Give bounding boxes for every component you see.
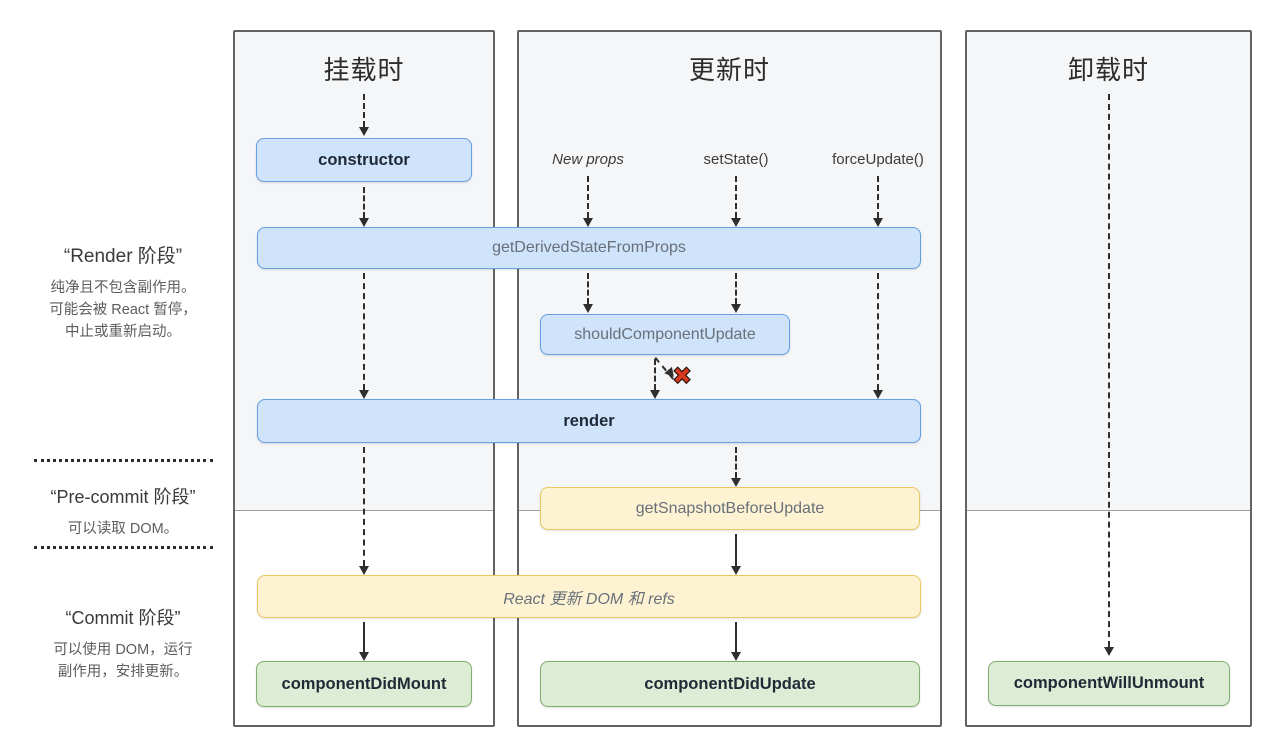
- skip-update-x-icon: ✖: [671, 363, 693, 390]
- arrow-head: [359, 218, 369, 227]
- arrow-head: [359, 652, 369, 661]
- arrow-line: [1108, 94, 1110, 647]
- arrow-head: [731, 218, 741, 227]
- arrow-line: [735, 622, 737, 652]
- arrow-head: [359, 566, 369, 575]
- arrow-head: [731, 652, 741, 661]
- arrow-head: [359, 390, 369, 399]
- phase-desc-line: 副作用，安排更新。: [57, 664, 189, 680]
- arrow-line: [363, 187, 365, 218]
- phase-label-commit: “Commit 阶段” 可以使用 DOM，运行 副作用，安排更新。: [18, 604, 228, 683]
- arrow-head: [1104, 647, 1114, 656]
- trigger-set-state: setState(): [703, 151, 769, 168]
- phase-title: “Pre-commit 阶段”: [50, 487, 196, 507]
- arrow-line: [654, 359, 656, 390]
- lifecycle-box-component-did-mount[interactable]: componentDidMount: [256, 661, 472, 707]
- arrow-line: [735, 447, 737, 478]
- lifecycle-box-get-snapshot-before-update[interactable]: getSnapshotBeforeUpdate: [540, 487, 920, 530]
- dotted-divider: [34, 459, 213, 462]
- arrow-head: [731, 304, 741, 313]
- phase-desc-line: 中止或重新启动。: [65, 324, 181, 340]
- phase-label-render: “Render 阶段” 纯净且不包含副作用。 可能会被 React 暂停， 中止…: [18, 241, 228, 343]
- column-title-updating: 更新时: [688, 55, 770, 85]
- arrow-line: [587, 176, 589, 218]
- phase-label-precommit: “Pre-commit 阶段” 可以读取 DOM。: [18, 483, 228, 540]
- lifecycle-box-react-updates-dom[interactable]: React 更新 DOM 和 refs: [257, 575, 921, 618]
- phase-title: “Commit 阶段”: [65, 608, 181, 628]
- lifecycle-box-render[interactable]: render: [257, 399, 921, 443]
- trigger-force-update: forceUpdate(): [832, 151, 924, 168]
- arrow-head: [650, 390, 660, 399]
- phase-title: “Render 阶段”: [63, 246, 183, 267]
- dotted-divider: [34, 546, 213, 549]
- arrow-line: [877, 176, 879, 218]
- trigger-new-props: New props: [552, 151, 624, 168]
- arrow-line: [877, 273, 879, 390]
- column-title-mounting: 挂载时: [323, 55, 405, 85]
- arrow-line: [735, 534, 737, 566]
- lifecycle-box-constructor[interactable]: constructor: [256, 138, 472, 182]
- lifecycle-box-component-will-unmount[interactable]: componentWillUnmount: [988, 661, 1230, 706]
- arrow-head: [583, 304, 593, 313]
- arrow-line: [363, 94, 365, 127]
- lifecycle-box-should-component-update[interactable]: shouldComponentUpdate: [540, 314, 790, 355]
- arrow-line: [363, 447, 365, 566]
- arrow-head: [731, 566, 741, 575]
- arrow-line: [363, 622, 365, 652]
- column-title-unmounting: 卸载时: [1067, 55, 1149, 85]
- arrow-head: [873, 390, 883, 399]
- arrow-line: [735, 273, 737, 304]
- arrow-head: [873, 218, 883, 227]
- arrow-head: [359, 127, 369, 136]
- phase-desc-line: 可以读取 DOM。: [67, 521, 179, 537]
- arrow-head: [731, 478, 741, 487]
- phase-desc-line: 可能会被 React 暂停，: [49, 302, 197, 318]
- phase-desc-line: 可以使用 DOM，运行: [53, 642, 193, 658]
- lifecycle-box-get-derived-state-from-props[interactable]: getDerivedStateFromProps: [257, 227, 921, 269]
- arrow-line: [363, 273, 365, 390]
- arrow-head: [583, 218, 593, 227]
- lifecycle-box-component-did-update[interactable]: componentDidUpdate: [540, 661, 920, 707]
- phase-desc-line: 纯净且不包含副作用。: [50, 280, 196, 296]
- arrow-line: [735, 176, 737, 218]
- arrow-line: [587, 273, 589, 304]
